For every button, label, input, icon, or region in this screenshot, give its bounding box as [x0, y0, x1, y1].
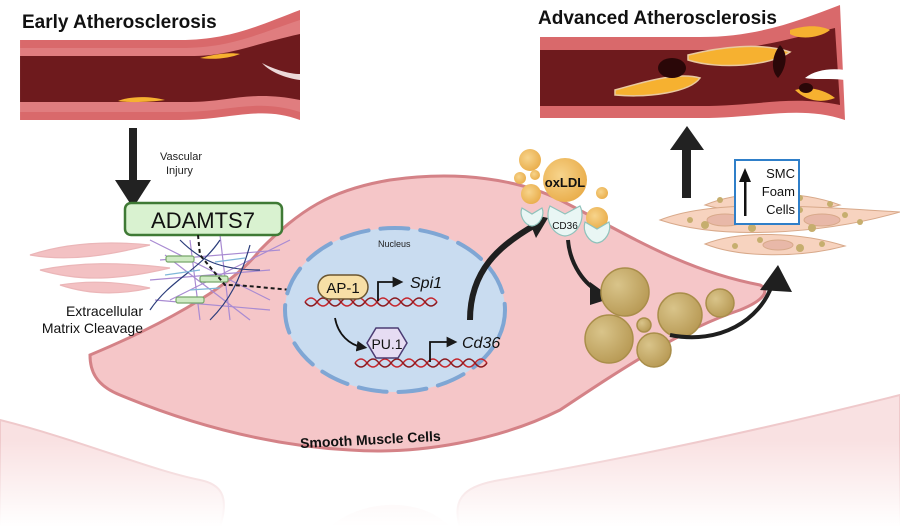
ecm-label-1: Extracellular: [66, 303, 143, 319]
smc-foam-label-2: Foam: [762, 184, 795, 199]
ap1-to-pu1-arrow: [334, 317, 368, 352]
lipid-to-foam-arrow: [669, 284, 774, 340]
advanced-atherosclerosis-title: Advanced Atherosclerosis: [538, 8, 777, 29]
adamts7-to-ap1-arrow: [197, 234, 316, 297]
cd36-receptor-label: CD36: [552, 221, 578, 232]
spi1-transcription-arrow: [377, 276, 404, 301]
pu1-label: PU.1: [371, 336, 402, 352]
oxldl-main-particle: [543, 158, 587, 202]
background-cells: [0, 393, 900, 527]
smc-foam-label-1: SMC: [766, 166, 795, 181]
nucleus: [283, 226, 507, 394]
spi1-gene-label: Spi1: [410, 275, 442, 292]
ecm-label-2: Matrix Cleavage: [42, 320, 143, 336]
ap1-protein: [317, 274, 369, 300]
pu1-protein: [366, 327, 408, 359]
smc-foam-label-3: Cells: [766, 202, 795, 217]
lipid-to-foam-arrowhead: [760, 265, 792, 292]
vascular-injury-label-2: Injury: [166, 165, 193, 177]
advanced-vessel: [540, 5, 845, 120]
adamts7-box: [123, 201, 284, 237]
ap1-label: AP-1: [326, 280, 359, 297]
oxldl-label: oxLDL: [545, 175, 586, 190]
foam-cell-lipid-dots: [687, 195, 863, 252]
smooth-muscle-cells-label: Smooth Muscle Cells: [300, 428, 442, 451]
early-atherosclerosis-title: Early Atherosclerosis: [22, 12, 217, 33]
nucleus-label: Nucleus: [378, 239, 411, 249]
early-vessel: [18, 10, 300, 124]
nucleus-to-cd36-arrow: [467, 222, 537, 321]
extracellular-matrix: [29, 234, 291, 321]
vascular-injury-arrow: [115, 128, 151, 208]
increase-arrow-icon: [739, 168, 751, 216]
progression-arrow: [670, 126, 704, 198]
cd36-gene-label: Cd36: [462, 335, 500, 352]
adamts7-label: ADAMTS7: [151, 208, 255, 233]
vascular-injury-label-1: Vascular: [160, 151, 202, 163]
oxldl-particles: [514, 149, 608, 229]
dna-strand-1: [304, 297, 438, 307]
lipid-droplets: [584, 267, 735, 368]
dna-strand-2: [354, 358, 488, 368]
cd36-transcription-arrow: [429, 336, 458, 362]
cd36-receptors: [520, 205, 611, 244]
